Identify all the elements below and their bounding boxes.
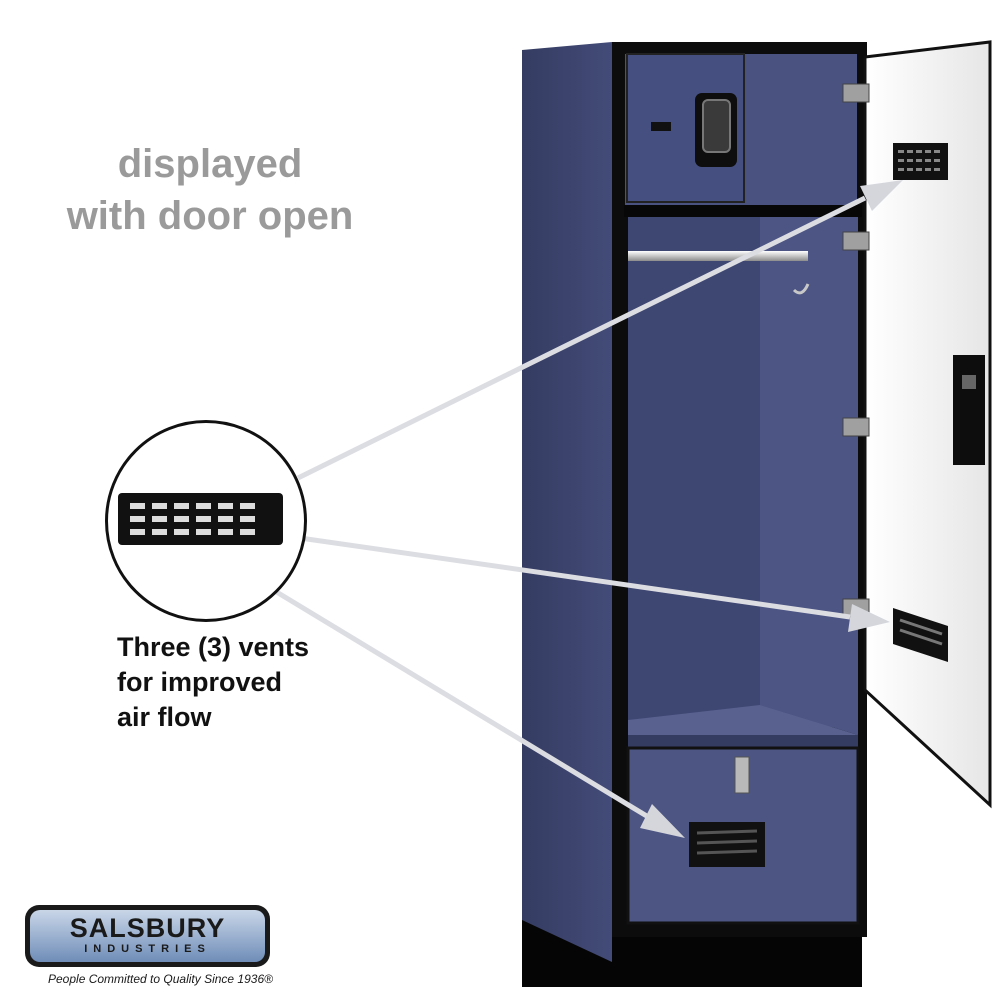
caption-line-1: displayed: [117, 142, 303, 186]
locker-side-panel: [522, 42, 612, 962]
arrow-to-drawer-vent: [268, 585, 685, 838]
hinge-lower-middle: [842, 417, 870, 437]
logo-subtitle: INDUSTRIES: [84, 943, 211, 955]
upper-latch-handle: [702, 99, 731, 153]
coat-rod: [628, 251, 808, 261]
door-latch: [953, 355, 985, 465]
logo-tagline: People Committed to Quality Since 1936®: [48, 972, 273, 986]
logo-name: SALSBURY: [69, 913, 226, 943]
arrow-to-top-vent: [296, 180, 903, 481]
main-interior-right-wall: [760, 217, 858, 735]
hinge-upper-middle: [842, 231, 870, 251]
door-latch-cylinder: [962, 375, 976, 389]
coat-hook: [792, 283, 810, 295]
vent-text-line-2: for improved: [117, 667, 283, 697]
vent-callout-circle: [105, 420, 307, 622]
locker-floor: [628, 705, 858, 735]
vent-callout-text: Three (3) vents for improved air flow: [117, 630, 309, 735]
drawer-lock: [734, 756, 750, 794]
caption: displayed with door open: [60, 138, 360, 242]
vent-text-line-3: air flow: [117, 702, 212, 732]
salsbury-logo: SALSBURY INDUSTRIES: [25, 905, 270, 967]
caption-line-2: with door open: [66, 194, 354, 238]
vent-text-line-1: Three (3) vents: [117, 632, 310, 662]
vent-detail-icon: [118, 493, 283, 545]
drawer-vent: [689, 822, 765, 867]
shelf: [624, 205, 862, 217]
arrow-to-door-vent: [299, 535, 890, 632]
hinge-top: [842, 83, 870, 103]
small-keyhole: [651, 122, 671, 131]
